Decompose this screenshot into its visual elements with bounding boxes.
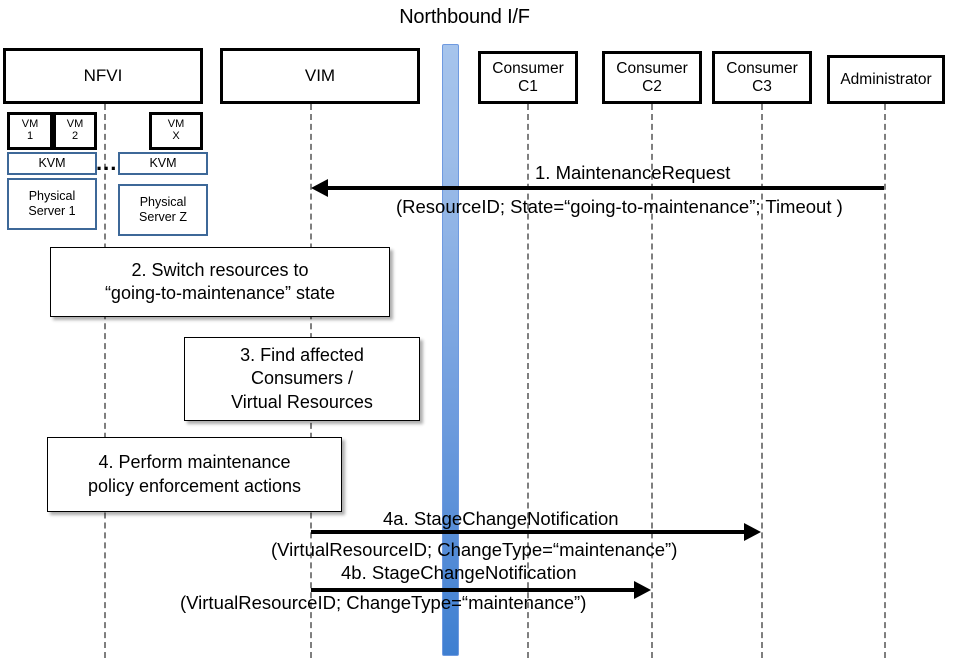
message-4a-name-text: 4a. StageChangeNotification: [383, 508, 619, 529]
message-4a-params: (VirtualResourceID; ChangeType=“maintena…: [271, 539, 677, 561]
participant-consumer-c1-label-line2: C1: [518, 77, 538, 95]
lifeline-consumer-c3: [761, 104, 763, 658]
participant-consumer-c2[interactable]: Consumer C2: [602, 51, 702, 104]
step-box-4-line1: 4. Perform maintenance: [98, 452, 291, 473]
vm-box-x-line1: VM: [167, 118, 185, 131]
message-4a-name: 4a. StageChangeNotification: [383, 508, 619, 530]
vm-box-2[interactable]: VM 2: [53, 112, 97, 150]
participant-vim-label: VIM: [304, 66, 336, 86]
message-1-arrow: [328, 186, 884, 190]
lifeline-nfvi: [104, 104, 106, 658]
message-1-name: 1. MaintenanceRequest: [535, 162, 730, 184]
vm-box-1[interactable]: VM 1: [7, 112, 53, 150]
message-1-name-text: 1. MaintenanceRequest: [535, 162, 731, 183]
physical-server-1-line2: Server 1: [28, 204, 76, 218]
message-4b-name-text: 4b. StageChangeNotification: [341, 562, 577, 583]
lifeline-administrator: [884, 104, 886, 658]
participant-consumer-c1[interactable]: Consumer C1: [478, 51, 578, 104]
hypervisor-kvm-1-label: KVM: [38, 156, 66, 171]
page-title-text: Northbound I/F: [399, 6, 530, 28]
lifeline-consumer-c2: [651, 104, 653, 658]
page-title: Northbound I/F: [0, 6, 965, 29]
physical-server-1-line1: Physical: [28, 189, 76, 204]
participant-consumer-c3[interactable]: Consumer C3: [712, 51, 812, 104]
participant-consumer-c2-label-line1: Consumer: [616, 60, 688, 78]
physical-server-z-line1: Physical: [139, 195, 187, 210]
participant-consumer-c3-label-line1: Consumer: [726, 60, 798, 78]
participant-consumer-c1-label-line1: Consumer: [492, 60, 564, 78]
message-4a-arrowhead-icon: [744, 523, 761, 541]
step-box-4-line2: policy enforcement actions: [87, 475, 302, 496]
step-box-3[interactable]: 3. Find affected Consumers / Virtual Res…: [184, 337, 420, 421]
message-4a-params-text: (VirtualResourceID; ChangeType=“maintena…: [271, 539, 678, 560]
vm-box-2-line1: VM: [66, 118, 84, 131]
step-box-3-line1: 3. Find affected: [240, 345, 364, 366]
ellipsis-text: ...: [96, 150, 118, 175]
message-1-arrowhead-icon: [311, 179, 328, 197]
message-4b-arrowhead-icon: [634, 581, 651, 599]
ellipsis-icon: ...: [96, 152, 117, 174]
message-4b-arrow: [311, 588, 634, 592]
hypervisor-kvm-2-label: KVM: [149, 156, 177, 171]
message-4b-name: 4b. StageChangeNotification: [341, 562, 577, 584]
participant-nfvi-label: NFVI: [83, 66, 123, 86]
step-box-2-line1: 2. Switch resources to: [131, 259, 309, 280]
step-box-3-line3: Virtual Resources: [231, 391, 373, 412]
participant-nfvi[interactable]: NFVI: [3, 48, 203, 104]
participant-consumer-c2-label-line2: C2: [642, 77, 662, 95]
vm-box-2-line2: 2: [71, 130, 79, 142]
vm-box-1-line2: 1: [26, 130, 34, 142]
northbound-interface-bar: [442, 44, 459, 656]
participant-administrator[interactable]: Administrator: [827, 55, 945, 104]
step-box-2-line2: “going-to-maintenance” state: [104, 283, 336, 303]
step-box-3-line2: Consumers /: [250, 368, 354, 389]
message-1-params: (ResourceID; State=“going-to-maintenance…: [396, 196, 843, 218]
physical-server-z[interactable]: Physical Server Z: [118, 184, 208, 236]
physical-server-1[interactable]: Physical Server 1: [7, 178, 97, 230]
lifeline-consumer-c1: [527, 104, 529, 658]
vm-box-1-line1: VM: [21, 118, 39, 131]
message-4b-params: (VirtualResourceID; ChangeType=“maintena…: [180, 592, 586, 614]
step-box-2[interactable]: 2. Switch resources to “going-to-mainten…: [50, 247, 390, 317]
vm-box-x[interactable]: VM X: [149, 112, 203, 150]
hypervisor-kvm-2[interactable]: KVM: [118, 152, 208, 175]
vm-box-x-line2: X: [172, 130, 180, 142]
step-box-4[interactable]: 4. Perform maintenance policy enforcemen…: [47, 437, 342, 512]
hypervisor-kvm-1[interactable]: KVM: [7, 152, 97, 175]
message-4b-params-text: (VirtualResourceID; ChangeType=“maintena…: [180, 592, 587, 613]
message-4a-arrow: [311, 530, 744, 534]
participant-administrator-label: Administrator: [840, 70, 932, 88]
physical-server-z-line2: Server Z: [139, 210, 187, 224]
message-1-params-text: (ResourceID; State=“going-to-maintenance…: [396, 196, 843, 217]
participant-vim[interactable]: VIM: [220, 48, 420, 104]
participant-consumer-c3-label-line2: C3: [752, 77, 772, 95]
